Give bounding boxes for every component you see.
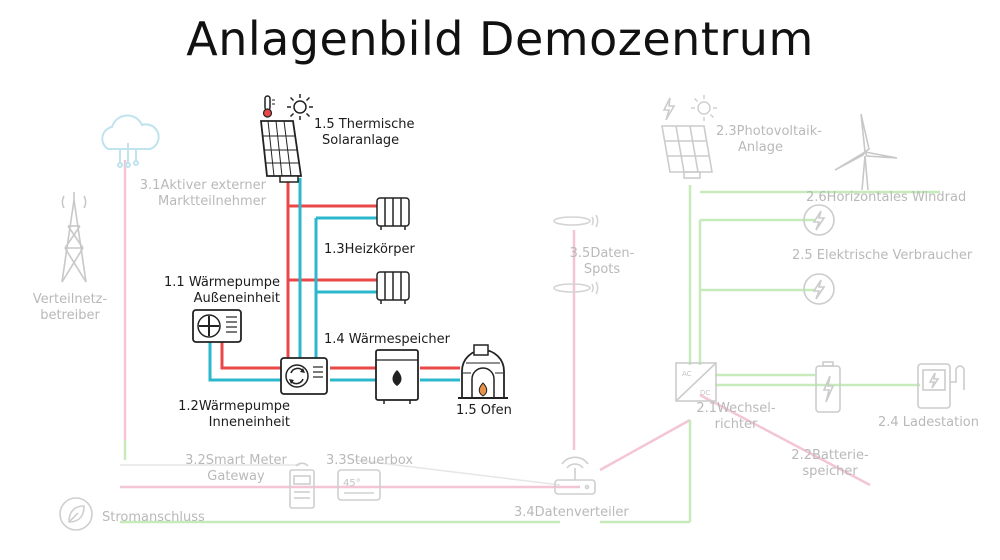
heat-storage-icon bbox=[375, 349, 419, 404]
lightning-icon bbox=[803, 204, 835, 236]
control-box-label: 3.3Steuerbox bbox=[326, 453, 414, 468]
lightning-icon bbox=[662, 97, 676, 121]
thermostat-icon: 45° bbox=[337, 469, 381, 501]
transmission-tower-icon bbox=[61, 192, 87, 283]
inverter-label: 2.1Wechsel- richter bbox=[696, 401, 776, 432]
heat-pump-indoor-label: 1.2Wärmepumpe Inneneinheit bbox=[178, 399, 290, 430]
faded-guide-lines bbox=[120, 459, 561, 486]
heat-pump-indoor-icon bbox=[280, 357, 328, 395]
sun-icon bbox=[287, 94, 313, 120]
radiators-label: 1.3Heizkörper bbox=[324, 242, 415, 257]
leaf-icon bbox=[59, 497, 93, 531]
heating-flow-pipes bbox=[220, 178, 460, 370]
smart-meter-icon bbox=[289, 462, 315, 509]
page-title: Anlagenbild Demozentrum bbox=[186, 12, 814, 66]
solar-panel-icon bbox=[259, 120, 303, 183]
data-spot-icon bbox=[553, 214, 599, 228]
wind-turbine-icon bbox=[834, 113, 898, 191]
inverter-icon: AC DC bbox=[675, 362, 717, 402]
solar-thermal-label: 1.5 Thermische Solaranlage bbox=[314, 117, 415, 148]
pv-panel-icon bbox=[661, 125, 713, 179]
lightning-icon bbox=[803, 273, 835, 305]
radiator-icon bbox=[376, 271, 410, 304]
cloud-icon bbox=[101, 114, 160, 168]
heating-return-pipes bbox=[208, 178, 460, 382]
svg-text:45°: 45° bbox=[343, 478, 361, 489]
charging-label: 2.4 Ladestation bbox=[878, 415, 980, 430]
data-spot-icon bbox=[553, 281, 599, 295]
sun-icon bbox=[691, 95, 717, 121]
smart-meter-label: 3.2Smart Meter Gateway bbox=[185, 453, 287, 484]
oven-label: 1.5 Ofen bbox=[456, 403, 512, 418]
thermometer-icon bbox=[262, 95, 275, 118]
grid-operator-label: Verteilnetz- betreiber bbox=[32, 292, 108, 323]
consumers-label: 2.5 Elektrische Verbraucher bbox=[792, 248, 973, 263]
heat-pump-outdoor-icon bbox=[192, 309, 242, 343]
router-icon bbox=[554, 456, 596, 495]
svg-text:DC: DC bbox=[700, 389, 710, 397]
power-connection-label: Stromanschluss bbox=[102, 510, 205, 525]
market-participant-label: 3.1Aktiver externer Marktteilnehmer bbox=[139, 178, 266, 209]
data-distributor-label: 3.4Datenverteiler bbox=[514, 505, 629, 520]
data-spots-label: 3.5Daten- Spots bbox=[569, 246, 635, 277]
charging-station-icon bbox=[917, 363, 965, 409]
heat-storage-label: 1.4 Wärmespeicher bbox=[324, 332, 450, 347]
wind-label: 2.6Horizontales Windrad bbox=[806, 190, 967, 205]
power-lines bbox=[120, 185, 940, 524]
market-lines bbox=[120, 160, 871, 489]
heat-pump-outdoor-label: 1.1 Wärmepumpe Außeneinheit bbox=[164, 275, 280, 306]
radiator-icon bbox=[376, 197, 410, 230]
battery-icon bbox=[815, 361, 841, 413]
oven-icon bbox=[458, 344, 508, 399]
svg-text:AC: AC bbox=[682, 370, 692, 378]
photovoltaic-label: 2.3Photovoltaik- Anlage bbox=[716, 124, 822, 155]
battery-label: 2.2Batterie- speicher bbox=[791, 448, 869, 479]
